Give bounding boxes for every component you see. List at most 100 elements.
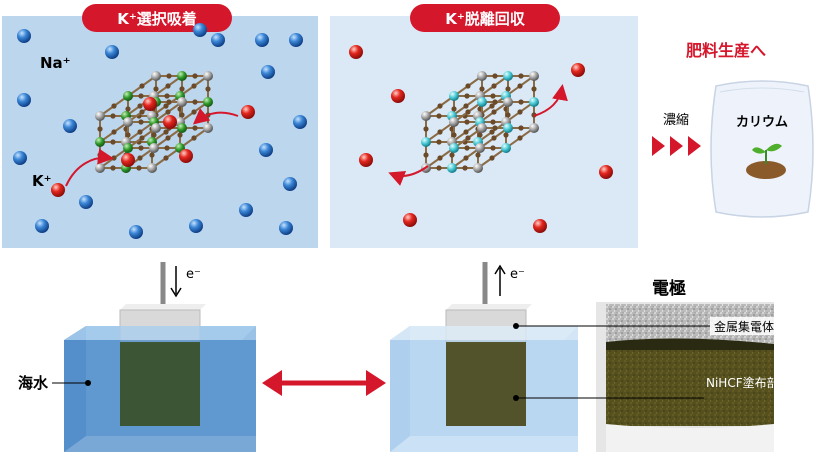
- na-ion: [239, 203, 253, 217]
- desorption-title: K⁺脱離回収: [445, 10, 526, 28]
- lattice-atom: [449, 143, 459, 153]
- lattice-node: [479, 86, 485, 92]
- k-ion: [571, 63, 585, 77]
- lattice-node: [423, 152, 429, 158]
- lattice-atom: [477, 71, 487, 81]
- lattice-atom: [421, 111, 431, 121]
- lattice-node: [179, 86, 185, 92]
- na-ion: [255, 33, 269, 47]
- lattice-node: [449, 152, 455, 158]
- lattice-node: [125, 106, 131, 112]
- na-ion: [13, 151, 27, 165]
- lattice-node: [137, 103, 143, 109]
- lattice-node: [477, 132, 483, 138]
- k-ion: [391, 89, 405, 103]
- concentrate-label: 濃縮: [663, 112, 689, 128]
- left-electron-label: e⁻: [186, 267, 201, 282]
- lattice-atom: [123, 91, 133, 101]
- lattice-node: [464, 145, 470, 151]
- lattice-atom: [151, 71, 161, 81]
- lattice-node: [436, 113, 442, 119]
- lattice-atom: [147, 163, 157, 173]
- lattice-atom: [95, 163, 105, 173]
- lattice-node: [138, 93, 144, 99]
- lattice-node: [139, 135, 145, 141]
- desorption-title-banner: K⁺脱離回収: [410, 4, 560, 32]
- lattice-node: [517, 83, 523, 89]
- lattice-node: [153, 86, 159, 92]
- k-ion: [143, 97, 157, 111]
- lattice-node: [518, 73, 524, 79]
- lattice-node: [163, 103, 169, 109]
- lattice-node: [110, 113, 116, 119]
- left-electrochemical-cell: e⁻: [64, 262, 256, 452]
- fertilizer-label: 肥料生産へ: [686, 41, 766, 60]
- lattice-atom: [151, 123, 161, 133]
- na-ion: [259, 143, 273, 157]
- k-ion-label: K⁺: [32, 172, 52, 190]
- lattice-node: [451, 132, 457, 138]
- lattice-atom: [177, 71, 187, 81]
- na-ion: [189, 219, 203, 233]
- right-electron-label: e⁻: [510, 267, 525, 282]
- na-ion: [17, 29, 31, 43]
- lattice-atom: [149, 143, 159, 153]
- lattice-atom: [177, 123, 187, 133]
- lattice-atom: [95, 137, 105, 147]
- seawater-leader: [52, 380, 91, 386]
- lattice-atom: [529, 71, 539, 81]
- lattice-node: [503, 132, 509, 138]
- lattice-node: [192, 73, 198, 79]
- k-ion: [179, 149, 193, 163]
- lattice-node: [137, 129, 143, 135]
- lattice-node: [151, 132, 157, 138]
- k-ion: [359, 153, 373, 167]
- seawater-label: 海水: [18, 374, 49, 392]
- lattice-node: [517, 109, 523, 115]
- lattice-node: [110, 139, 116, 145]
- lattice-node: [192, 99, 198, 105]
- lattice-node: [465, 83, 471, 89]
- na-ion: [293, 115, 307, 129]
- lattice-node: [138, 145, 144, 151]
- lattice-atom: [501, 143, 511, 153]
- potassium-bag: カリウム: [710, 80, 814, 218]
- lattice-atom: [477, 97, 487, 107]
- lattice-node: [191, 109, 197, 115]
- lattice-atom: [503, 123, 513, 133]
- right-electrochemical-cell: e⁻: [390, 262, 578, 452]
- lattice-atom: [203, 97, 213, 107]
- lattice-node: [149, 152, 155, 158]
- lattice-node: [191, 83, 197, 89]
- exchange-arrow: [262, 370, 386, 396]
- lattice-node: [437, 155, 443, 161]
- lattice-atom: [123, 143, 133, 153]
- na-ion-label: Na⁺: [40, 54, 71, 72]
- lattice-atom: [529, 97, 539, 107]
- concentrate-arrows: [652, 136, 701, 156]
- lattice-node: [191, 135, 197, 141]
- collector-label: 金属集電体: [714, 319, 774, 334]
- k-ion: [533, 219, 547, 233]
- lattice-node: [164, 93, 170, 99]
- lattice-node: [463, 129, 469, 135]
- lattice-node: [111, 103, 117, 109]
- lattice-node: [139, 109, 145, 115]
- lattice-node: [505, 86, 511, 92]
- lattice-node: [505, 112, 511, 118]
- na-ion: [63, 119, 77, 133]
- lattice-atom: [447, 163, 457, 173]
- lattice-atom: [529, 123, 539, 133]
- coating-callout: NiHCF塗布部分: [513, 375, 791, 401]
- lattice-node: [166, 99, 172, 105]
- nihcf-lattice-adsorbing: [95, 71, 213, 173]
- lattice-node: [465, 109, 471, 115]
- lattice-atom: [503, 71, 513, 81]
- lattice-node: [137, 155, 143, 161]
- lattice-node: [490, 93, 496, 99]
- lattice-node: [463, 103, 469, 109]
- lattice-node: [489, 155, 495, 161]
- lattice-node: [437, 103, 443, 109]
- lattice-node: [465, 135, 471, 141]
